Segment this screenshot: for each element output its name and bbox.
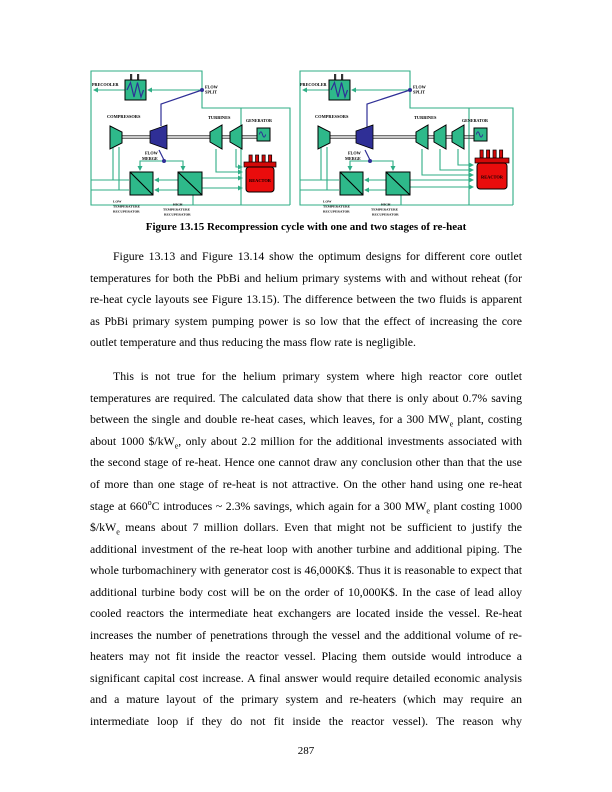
generator-box — [256, 127, 271, 142]
turbine-1 — [415, 124, 429, 150]
turbine-3 — [451, 124, 465, 150]
heat-exchanger-zigzag — [126, 80, 145, 100]
main-compressor — [109, 125, 123, 150]
cycle-diagram-one-reheat: PRECOOLER FLOW SPLIT COMPRESSORS TURBINE… — [90, 70, 291, 217]
turbine-2 — [229, 124, 243, 150]
flow-merge-node — [162, 159, 166, 163]
htr-label: HIGH — [173, 203, 183, 207]
high-temperature-recuperator — [385, 171, 411, 196]
precooler-stub — [341, 74, 344, 80]
precooler-stub — [130, 74, 133, 80]
reactor-label: REACTOR — [481, 175, 504, 180]
precooler — [124, 74, 147, 101]
htr-label: RECUPERATOR — [164, 213, 191, 217]
ltr-label: RECUPERATOR — [323, 210, 350, 214]
flow-split-label: SPLIT — [205, 90, 217, 95]
main-compressor — [317, 125, 331, 150]
flow-split-node — [408, 88, 412, 92]
figure-caption: Figure 13.15 Recompression cycle with on… — [145, 221, 467, 233]
flow-merge-label: FLOW — [348, 151, 362, 156]
recompressing-compressor — [355, 124, 374, 150]
generator — [256, 127, 271, 142]
precooler-label: PRECOOLER — [92, 82, 119, 87]
precooler — [328, 74, 351, 101]
flow-split-label: FLOW — [413, 85, 427, 90]
heat-exchanger-zigzag — [330, 80, 349, 100]
flow-split-label: SPLIT — [413, 90, 425, 95]
flow-split-label: FLOW — [205, 85, 219, 90]
turbine-1 — [209, 124, 223, 150]
cycle-diagram-two-reheat: PRECOOLER FLOW SPLIT COMPRESSORS TURBINE… — [299, 70, 514, 217]
turbines-label: TURBINES — [208, 115, 231, 120]
recompressing-compressor — [149, 124, 168, 150]
pipe-lines — [90, 70, 291, 206]
compressors-label: COMPRESSORS — [315, 114, 349, 119]
generator — [473, 127, 488, 142]
flow-merge-label: MERGE — [345, 156, 361, 161]
paragraph-1: Figure 13.13 and Figure 13.14 show the o… — [90, 249, 522, 350]
generator-label: GENERATOR — [462, 118, 488, 123]
flow-merge-label: MERGE — [142, 156, 158, 161]
precooler-label: PRECOOLER — [300, 82, 327, 87]
reactor-vessel — [474, 149, 510, 190]
diagram-labels: PRECOOLER FLOW SPLIT COMPRESSORS TURBINE… — [92, 82, 272, 217]
reactor-vessel — [243, 154, 277, 193]
ltr-label: RECUPERATOR — [113, 210, 140, 214]
ltr-label: TEMPERATURE — [323, 205, 351, 209]
htr-label: HIGH — [381, 203, 391, 207]
paragraph-2: This is not true for the helium primary … — [90, 369, 523, 728]
page-number: 287 — [297, 745, 315, 757]
generator-box — [473, 127, 488, 142]
precooler-stub — [137, 74, 140, 80]
reactor-label: REACTOR — [249, 178, 272, 183]
diagram-labels: PRECOOLER FLOW SPLIT COMPRESSORS TURBINE… — [300, 82, 504, 217]
generator-label: GENERATOR — [246, 118, 272, 123]
htr-label: RECUPERATOR — [372, 213, 399, 217]
precooler-stub — [334, 74, 337, 80]
sine-wave-icon — [475, 131, 484, 138]
shaft — [318, 135, 475, 139]
high-temperature-recuperator — [177, 171, 203, 196]
low-temperature-recuperator — [339, 171, 364, 196]
body-text: Figure 13.13 and Figure 13.14 show the o… — [90, 246, 522, 733]
flow-merge-node — [368, 159, 372, 163]
pipe-lines — [299, 70, 514, 206]
ltr-label: LOW — [323, 200, 332, 204]
low-temperature-recuperator — [129, 171, 154, 196]
turbines-label: TURBINES — [414, 115, 437, 120]
ltr-label: LOW — [113, 200, 122, 204]
flow-split-node — [200, 88, 204, 92]
htr-label: TEMPERATURE — [371, 208, 399, 212]
ltr-label: TEMPERATURE — [113, 205, 141, 209]
compressors-label: COMPRESSORS — [107, 114, 141, 119]
flow-merge-label: FLOW — [145, 151, 159, 156]
htr-label: TEMPERATURE — [163, 208, 191, 212]
sine-wave-icon — [258, 131, 267, 138]
turbine-2 — [433, 124, 447, 150]
